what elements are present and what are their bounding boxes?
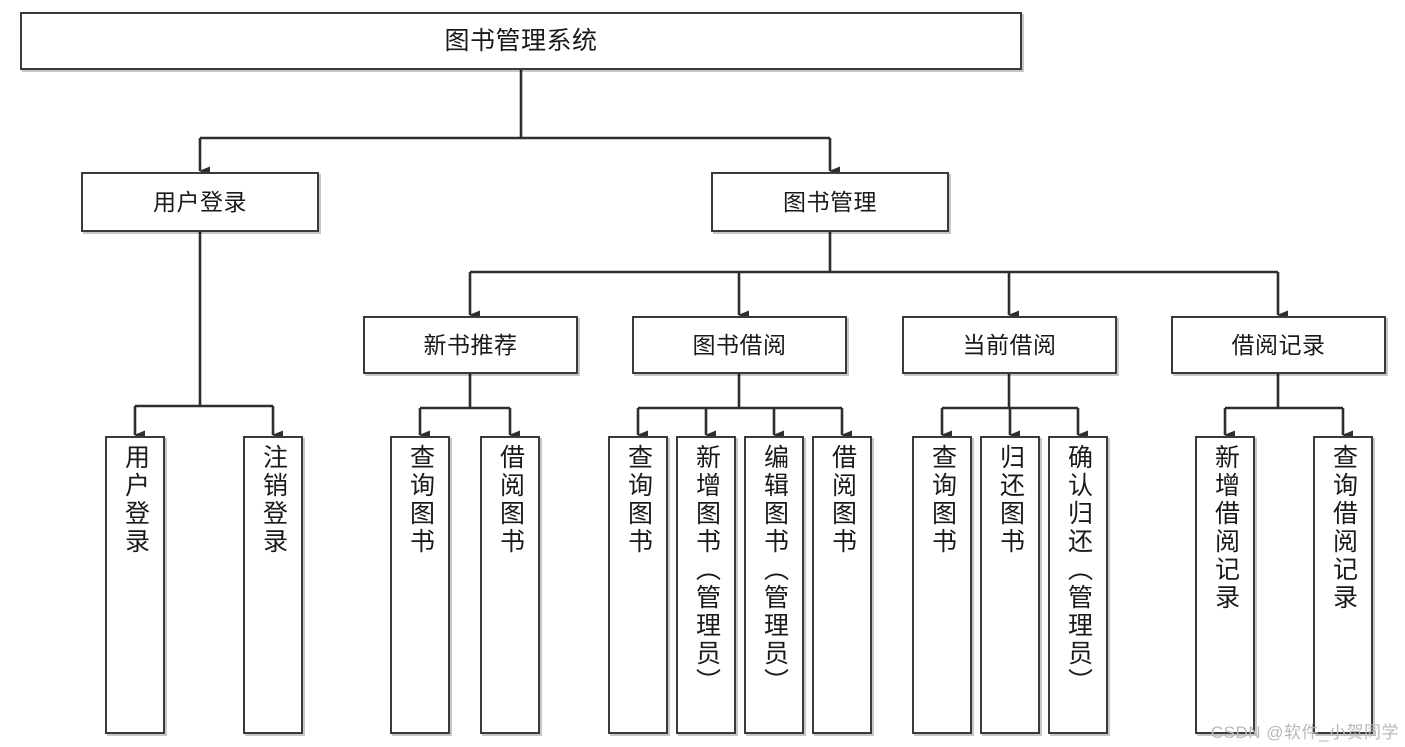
node-leaf-4-查询图书[interactable]: 查询图书 [608, 436, 668, 734]
node-leaf-2-查询图书-label: 查询图书 [406, 444, 435, 556]
node-l2-借阅记录[interactable]: 借阅记录 [1171, 316, 1386, 374]
node-leaf-8-查询图书[interactable]: 查询图书 [912, 436, 972, 734]
node-leaf-10-确认归还管理员-label: 确认归还（管理员） [1064, 444, 1093, 696]
node-l2-新书推荐[interactable]: 新书推荐 [363, 316, 578, 374]
node-leaf-1-注销登录[interactable]: 注销登录 [243, 436, 303, 734]
node-l2-借阅记录-label: 借阅记录 [1231, 331, 1326, 358]
watermark-text: CSDN @软件_小贺同学 [1210, 723, 1399, 742]
node-l2-当前借阅-label: 当前借阅 [962, 331, 1057, 358]
node-leaf-5-新增图书管理员[interactable]: 新增图书（管理员） [676, 436, 736, 734]
node-l1-图书管理[interactable]: 图书管理 [711, 172, 949, 232]
node-l2-图书借阅[interactable]: 图书借阅 [632, 316, 847, 374]
node-root-图书管理系统[interactable]: 图书管理系统 [20, 12, 1022, 70]
node-l1-用户登录-label: 用户登录 [153, 188, 247, 215]
node-leaf-5-新增图书管理员-label: 新增图书（管理员） [692, 444, 721, 696]
node-l2-当前借阅[interactable]: 当前借阅 [902, 316, 1117, 374]
node-root-图书管理系统-label: 图书管理系统 [444, 26, 598, 55]
node-leaf-6-编辑图书管理员[interactable]: 编辑图书（管理员） [744, 436, 804, 734]
node-leaf-8-查询图书-label: 查询图书 [928, 444, 957, 556]
node-leaf-7-借阅图书-label: 借阅图书 [828, 444, 857, 556]
node-l1-图书管理-label: 图书管理 [783, 188, 877, 215]
node-leaf-11-新增借阅记录[interactable]: 新增借阅记录 [1195, 436, 1255, 734]
node-leaf-0-用户登录-label: 用户登录 [121, 444, 150, 556]
node-l1-用户登录[interactable]: 用户登录 [81, 172, 319, 232]
node-l2-图书借阅-label: 图书借阅 [692, 331, 787, 358]
node-leaf-9-归还图书-label: 归还图书 [996, 444, 1025, 556]
node-leaf-12-查询借阅记录[interactable]: 查询借阅记录 [1313, 436, 1373, 734]
node-leaf-2-查询图书[interactable]: 查询图书 [390, 436, 450, 734]
node-leaf-3-借阅图书[interactable]: 借阅图书 [480, 436, 540, 734]
node-leaf-10-确认归还管理员[interactable]: 确认归还（管理员） [1048, 436, 1108, 734]
node-leaf-7-借阅图书[interactable]: 借阅图书 [812, 436, 872, 734]
node-leaf-0-用户登录[interactable]: 用户登录 [105, 436, 165, 734]
node-leaf-11-新增借阅记录-label: 新增借阅记录 [1211, 444, 1240, 612]
node-leaf-12-查询借阅记录-label: 查询借阅记录 [1329, 444, 1358, 612]
node-leaf-4-查询图书-label: 查询图书 [624, 444, 653, 556]
node-leaf-1-注销登录-label: 注销登录 [259, 444, 288, 556]
node-l2-新书推荐-label: 新书推荐 [423, 331, 518, 358]
node-leaf-3-借阅图书-label: 借阅图书 [496, 444, 525, 556]
node-leaf-9-归还图书[interactable]: 归还图书 [980, 436, 1040, 734]
node-leaf-6-编辑图书管理员-label: 编辑图书（管理员） [760, 444, 789, 696]
